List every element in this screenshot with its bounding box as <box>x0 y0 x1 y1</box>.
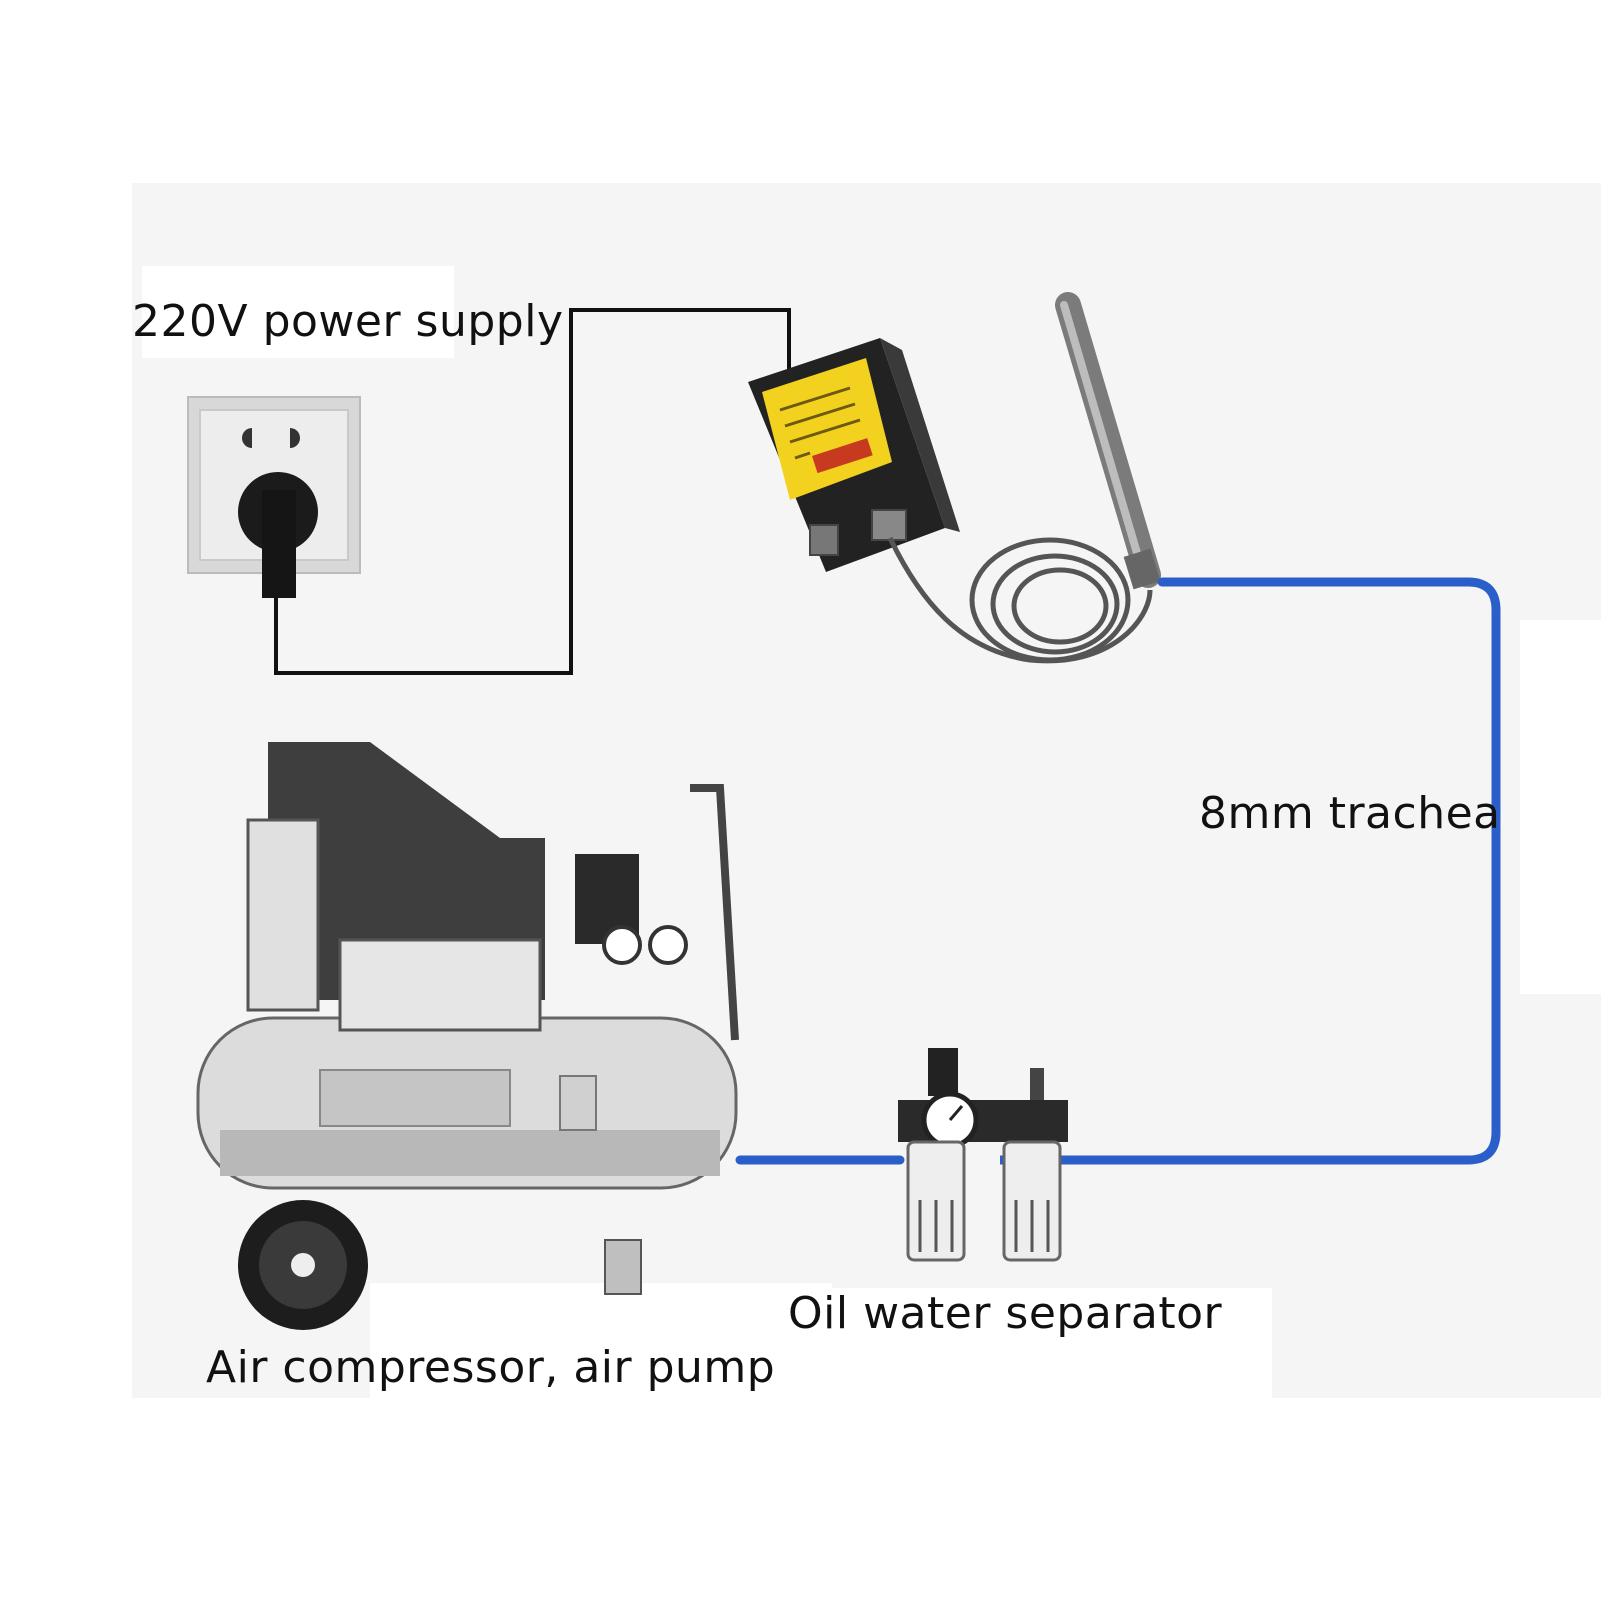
power-supply-label: 220V power supply <box>132 296 564 347</box>
separator-label: Oil water separator <box>788 1288 1223 1339</box>
ion-air-nozzle-icon <box>1055 292 1161 590</box>
wall-socket-icon <box>187 396 361 598</box>
ion-generator-icon <box>748 338 960 572</box>
air-compressor-icon <box>196 742 739 1330</box>
power-label-background <box>142 266 454 358</box>
compressor-label-background <box>370 1283 832 1399</box>
power-wire <box>274 308 791 675</box>
trachea-label: 8mm trachea <box>1199 788 1501 839</box>
coiled-cable-icon <box>887 536 1153 664</box>
edge-background <box>1520 620 1601 994</box>
compressor-label: Air compressor, air pump <box>206 1342 776 1393</box>
oil-water-separator-icon <box>898 1048 1068 1262</box>
air-hose-8mm <box>735 577 1501 1165</box>
separator-label-background <box>832 1288 1272 1398</box>
